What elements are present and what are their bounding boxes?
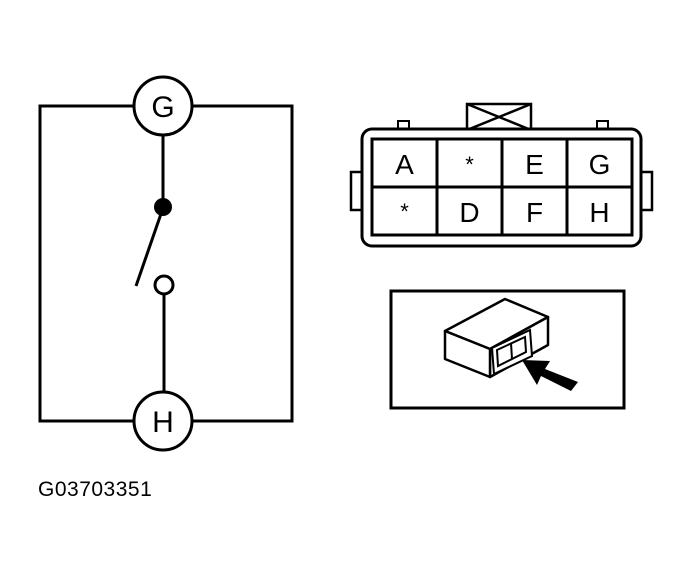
connector-pin-label: E <box>525 149 544 180</box>
terminal-h-label: H <box>152 406 174 439</box>
module-connector-icon <box>490 328 534 376</box>
locator-arrow-icon <box>522 360 578 391</box>
figure-code: G03703351 <box>38 478 153 501</box>
connector-grid-lines <box>372 139 632 235</box>
switch-blade <box>134 207 165 287</box>
terminal-h: H <box>132 390 194 452</box>
switch-schematic <box>38 104 294 423</box>
circuit-loop-right <box>192 104 294 423</box>
switch-pivot <box>154 198 172 216</box>
component-locator-inset <box>389 289 626 410</box>
terminal-g: G <box>132 75 194 137</box>
connector-face: A * E G * D F H <box>349 102 654 248</box>
connector-pin-label: * <box>400 199 409 224</box>
connector-pin-label: A <box>395 149 414 180</box>
connector-pin-label: H <box>589 197 609 228</box>
connector-pin-label: G <box>589 149 611 180</box>
switch-contact <box>153 274 175 296</box>
connector-pin-label: D <box>459 197 479 228</box>
terminal-g-label: G <box>151 91 174 124</box>
connector-pin-label: F <box>526 197 543 228</box>
circuit-loop-top <box>38 104 134 423</box>
connector-lock-tab <box>465 102 533 132</box>
connector-pin-label: * <box>465 152 474 177</box>
